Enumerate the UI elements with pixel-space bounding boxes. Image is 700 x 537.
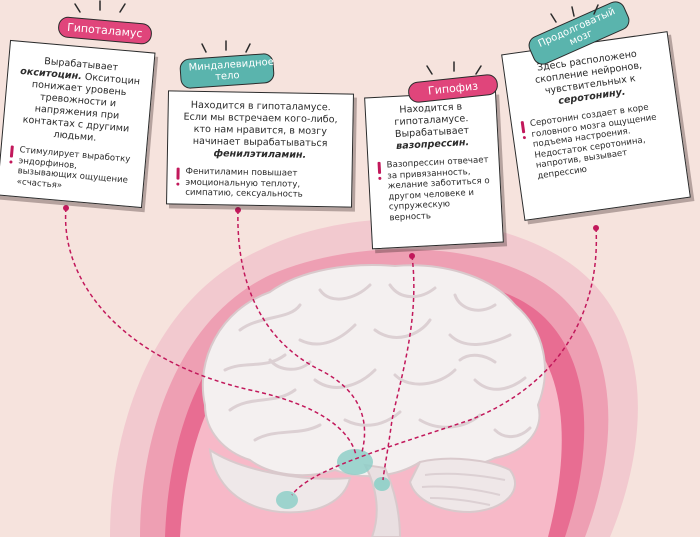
- pituitary-note-text: Вазопрессин отвечает за привязанность, ж…: [386, 155, 490, 224]
- medulla-region: [276, 491, 298, 509]
- medulla-note-text: Серотонин создает в коре головного мозга…: [529, 102, 658, 182]
- hypothalamus-card: Вырабатывает окситоцин. Окситоцин понижа…: [0, 39, 156, 209]
- note-marker-icon: [9, 145, 14, 158]
- amygdala-main-text: Находится в гипоталамусе. Если мы встреч…: [177, 100, 344, 163]
- connector-endpoints: [63, 205, 599, 259]
- medulla-card: Здесь расположено скопление нейронов, чу…: [501, 31, 691, 221]
- medulla-note: Серотонин создает в коре головного мозга…: [520, 100, 675, 184]
- note-marker-icon: [176, 167, 180, 180]
- amygdala-card: Находится в гипоталамусе. Если мы встреч…: [166, 90, 354, 208]
- note-marker-icon: [520, 121, 526, 134]
- pituitary-rays-icon: [426, 61, 482, 75]
- connector-lines: [64, 207, 598, 496]
- amygdala-title: Миндалевидное тело: [188, 56, 275, 83]
- amygdala-text1: Находится в гипоталамусе. Если мы встреч…: [183, 99, 338, 150]
- amygdala-hormone: фенилэтиламин.: [213, 148, 307, 161]
- amygdala-note-text: Фенитиламин повышает эмоциональную тепло…: [185, 166, 303, 200]
- hypothalamus-note: Стимулирует выработку эндорфинов, вызыва…: [7, 144, 136, 197]
- note-marker-icon: [377, 161, 382, 174]
- hypothalamus-rays-icon: [74, 0, 126, 13]
- pituitary-text1: Находится в гипоталамусе. Вырабатывает: [394, 101, 470, 140]
- pituitary-note: Вазопрессин отвечает за привязанность, ж…: [377, 155, 492, 224]
- note-dot-icon: [378, 176, 382, 180]
- note-dot-icon: [9, 160, 13, 164]
- medulla-rays-icon: [550, 4, 599, 23]
- amygdala-rays-icon: [201, 40, 251, 53]
- pituitary-title: Гипофиз: [427, 79, 479, 98]
- hypothalamus-note-text: Стимулирует выработку эндорфинов, вызыва…: [16, 145, 131, 191]
- brain-folds: [223, 283, 532, 442]
- pituitary-hormone: вазопрессин.: [395, 137, 470, 152]
- brain-lower-lobe: [208, 447, 352, 514]
- pituitary-card: Находится в гипоталамусе. Вырабатывает в…: [364, 90, 504, 250]
- connector-amygdala: [237, 209, 366, 453]
- amygdala-note: Фенитиламин повышает эмоциональную тепло…: [176, 167, 343, 202]
- hypothalamus-text2: Окситоцин понижает уровень тревожности и…: [22, 71, 141, 144]
- hypothalamus-main-text: Вырабатывает окситоцин. Окситоцин понижа…: [12, 54, 145, 149]
- connector-hypothalamus: [64, 207, 357, 456]
- brain-stem: [363, 463, 402, 537]
- note-dot-icon: [522, 135, 527, 140]
- cerebellum-folds: [421, 472, 506, 506]
- connector-medulla: [291, 227, 598, 496]
- note-dot-icon: [176, 182, 180, 186]
- connector-pituitary: [382, 255, 415, 481]
- pituitary-region: [374, 477, 390, 491]
- pituitary-main-text: Находится в гипоталамусе. Вырабатывает в…: [375, 100, 489, 154]
